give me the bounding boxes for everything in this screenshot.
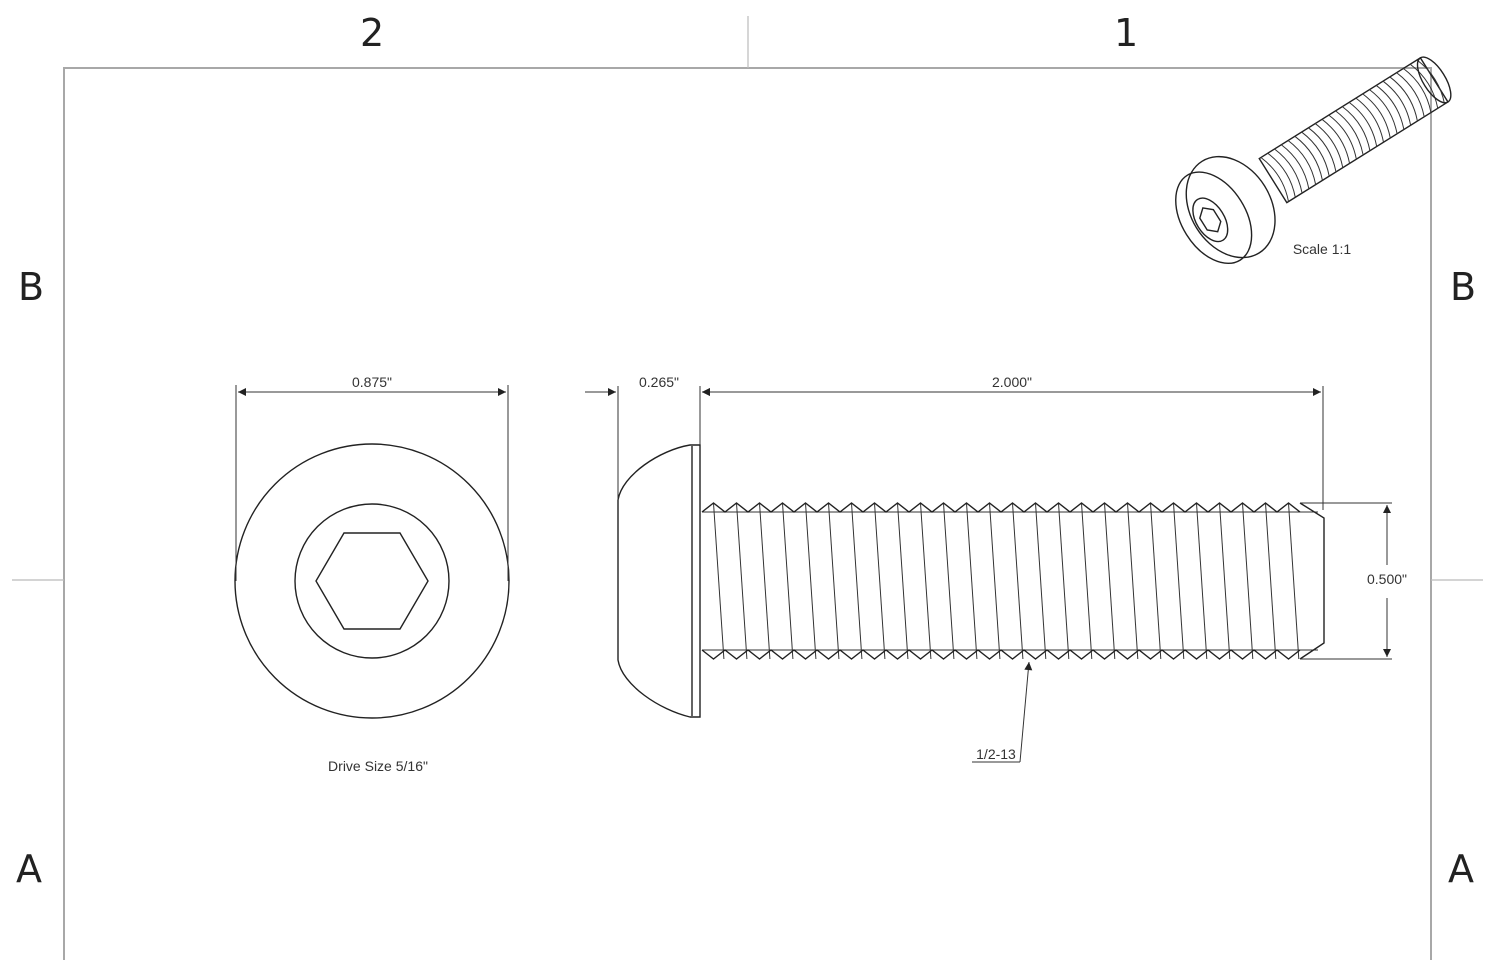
head-outer-circle (234, 443, 510, 719)
zone-label-b-right: B (1450, 265, 1477, 309)
iso-thread-line (1382, 80, 1412, 126)
thread-crest-line (897, 502, 909, 660)
zone-label-b-left: B (18, 265, 45, 309)
thread-crest-line (1058, 502, 1070, 660)
thread-crest-line (920, 502, 932, 660)
thread-crest-line (805, 502, 817, 660)
thread-end-chamfer (1299, 502, 1325, 660)
hex-socket-icon (315, 532, 429, 630)
thread-crest-line (1196, 502, 1208, 660)
iso-thread-line (1369, 89, 1398, 134)
iso-thread-line (1362, 93, 1391, 139)
iso-shank (1258, 56, 1449, 204)
iso-thread-line (1416, 59, 1446, 105)
iso-head-face (1175, 171, 1253, 265)
head-inner-circle (294, 503, 450, 659)
thread-crest-line (759, 502, 771, 660)
end-view: 0.875" Drive Size 5/16" (234, 374, 510, 774)
iso-thread-line (1328, 114, 1357, 160)
thread-crest-line (1012, 502, 1024, 660)
head-height-label: 0.265" (639, 374, 679, 390)
zone-label-2: 2 (360, 11, 385, 55)
iso-thread-line (1348, 101, 1378, 147)
thread-spec-label: 1/2-13 (976, 746, 1016, 762)
thread-crest-line (782, 502, 794, 660)
iso-thread-line (1409, 63, 1439, 109)
thread-crest-line (1104, 502, 1116, 660)
thread-crest-line (828, 502, 840, 660)
thread-crest-bottom (701, 649, 1301, 660)
zone-label-a-right: A (1448, 847, 1474, 891)
thread-crest-line (1219, 502, 1231, 660)
iso-thread-line (1355, 97, 1384, 143)
iso-thread-line (1321, 118, 1351, 164)
thread-crest-line (1035, 502, 1047, 660)
thread-crest-line (966, 502, 978, 660)
iso-socket-ring (1192, 197, 1229, 243)
iso-thread-line (1314, 123, 1344, 168)
thread-crest-line (1173, 502, 1185, 660)
iso-thread-line (1287, 140, 1317, 185)
iso-thread-line (1274, 148, 1303, 194)
thread-crest-line (1288, 502, 1300, 660)
iso-thread-line (1281, 144, 1310, 189)
zone-label-1: 1 (1114, 11, 1139, 55)
thread-crest-line (874, 502, 886, 660)
length-label: 2.000" (992, 374, 1032, 390)
iso-thread-line (1301, 131, 1330, 177)
thread-callout-leader (1019, 661, 1033, 763)
iso-thread-line (1389, 76, 1418, 122)
thread-crest-line (736, 502, 748, 660)
thread-crest-line (1127, 502, 1139, 660)
thread-crest-line (1265, 502, 1277, 660)
iso-head-back (1185, 155, 1276, 259)
iso-hex-socket-icon (1199, 207, 1222, 233)
scale-note: Scale 1:1 (1293, 241, 1352, 257)
iso-thread-line (1267, 152, 1296, 198)
iso-thread-line (1342, 106, 1371, 151)
iso-thread-line (1403, 68, 1432, 113)
thread-crest-top (701, 502, 1301, 513)
iso-thread-line (1308, 127, 1337, 173)
thread-crest-line (1081, 502, 1093, 660)
zone-label-a-left: A (16, 847, 42, 891)
iso-shank-end (1416, 56, 1452, 104)
thread-crest-line (713, 502, 725, 660)
head-diameter-label: 0.875" (352, 374, 392, 390)
drive-size-note: Drive Size 5/16" (328, 758, 428, 774)
iso-thread-line (1335, 110, 1364, 156)
button-head (617, 444, 701, 718)
drawing-frame (63, 67, 1432, 960)
iso-thread-line (1294, 135, 1323, 181)
thread-crest-line (1242, 502, 1254, 660)
iso-thread-line (1396, 72, 1425, 117)
thread-crest-line (989, 502, 1001, 660)
thread-diameter-label: 0.500" (1367, 571, 1407, 587)
thread-crest-line (1150, 502, 1162, 660)
thread-profile (701, 502, 1301, 660)
side-view: 0.265" 2.000" 0.500" 1/2-13 (585, 374, 1407, 763)
iso-thread-line (1375, 85, 1405, 130)
iso-thread-line (1260, 157, 1290, 202)
thread-crest-line (943, 502, 955, 660)
isometric-view: Scale 1:1 (1175, 56, 1452, 265)
iso-thread-lines (1260, 59, 1446, 202)
thread-crest-line (851, 502, 863, 660)
